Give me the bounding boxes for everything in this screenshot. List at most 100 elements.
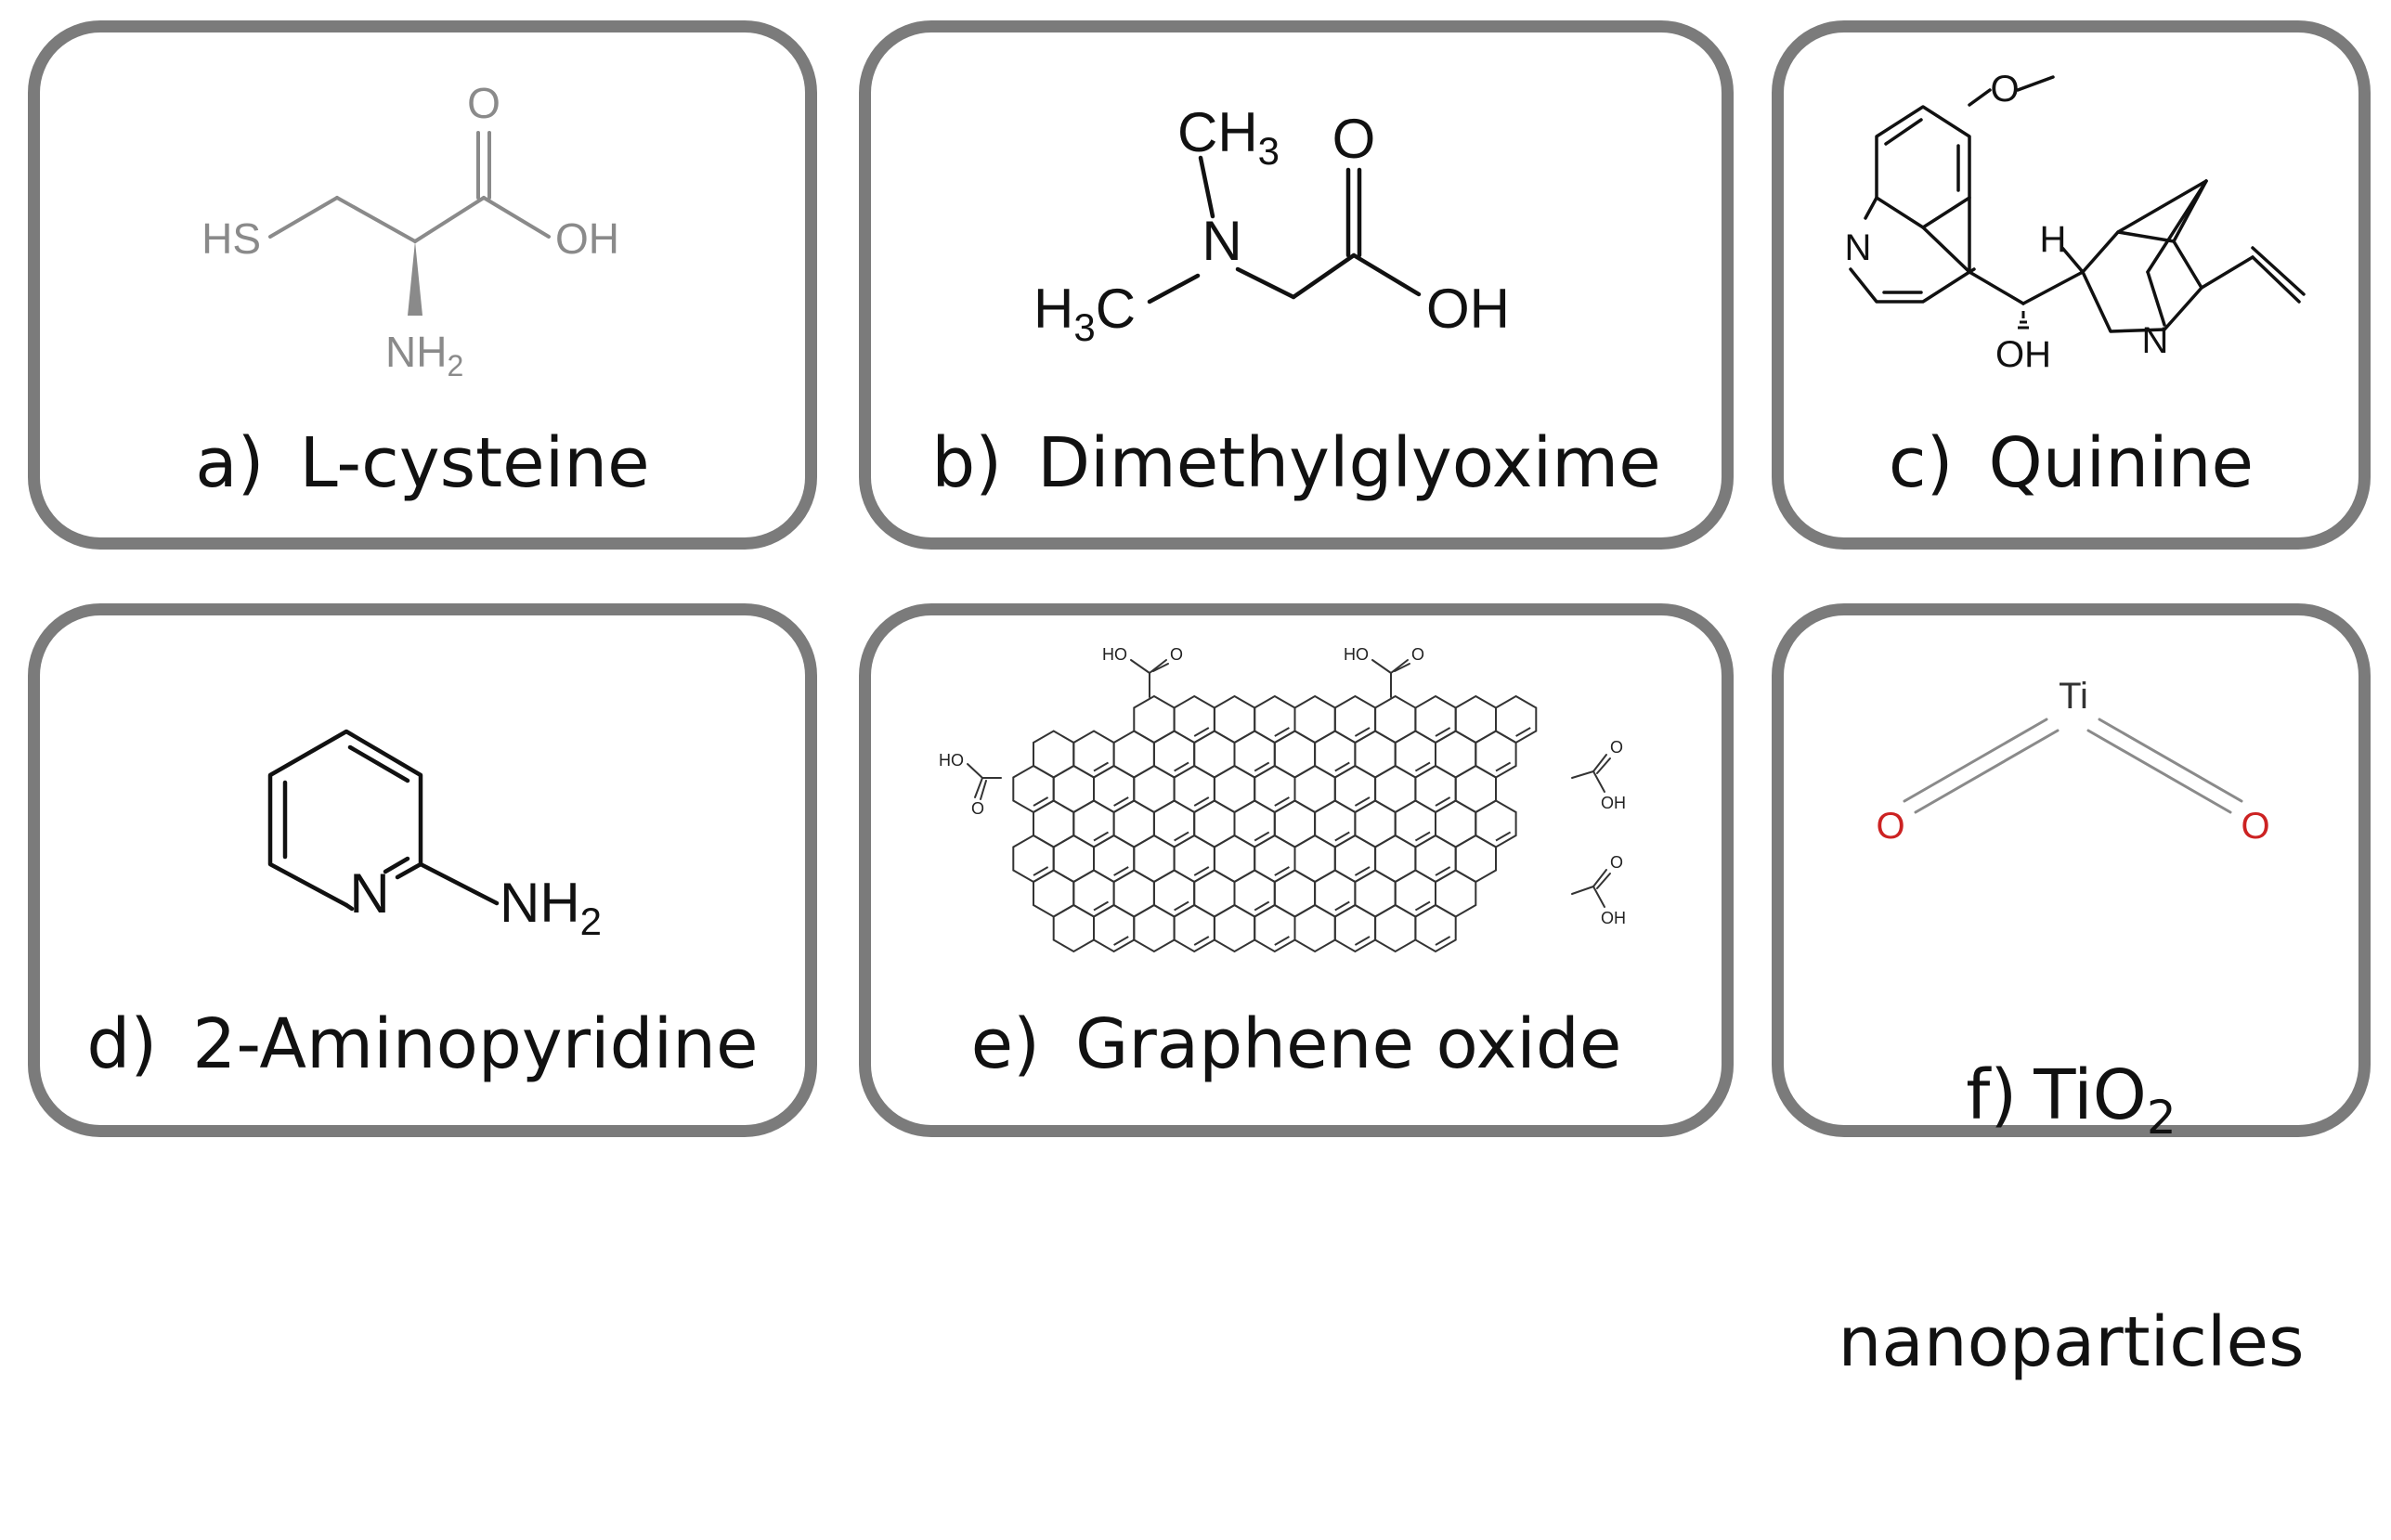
atom-o-left: O [1876,806,1904,847]
atom-o: O [467,79,500,127]
double-bond [1274,727,1290,737]
hex-ring [1435,869,1477,918]
double-bond [1113,866,1129,876]
hex-ring [1454,764,1497,814]
atom-oh-right-lower: OH [1601,909,1626,927]
double-bond [1414,900,1431,912]
graphene-lattice [1012,694,1538,953]
panel-tag: e) [970,1004,1041,1084]
double-bond [1354,796,1371,807]
atom-o-methoxy: O [1990,69,2019,110]
atom-ho-top-left: HO [1102,645,1127,664]
panel-l-cysteine: O HS OH NH2 a)L-cysteine [28,20,817,550]
caption-quinine: c)Quinine [1784,423,2359,503]
panel-tag: d) [86,1004,158,1084]
double-bond [1193,936,1210,946]
hex-ring [1293,764,1336,814]
hex-ring [1293,903,1336,953]
hex-ring [1273,799,1317,848]
double-bond [1334,831,1350,842]
caption-2-aminopyridine: d) 2-Aminopyridine [40,1004,805,1084]
hex-ring [1112,730,1155,779]
panel-tag: a) [195,423,265,503]
caption-graphene-oxide: e) Graphene oxide [871,1004,1722,1084]
caption-dimethylglyoxime: b) Dimethylglyoxime [871,423,1722,503]
hex-ring [1374,764,1417,814]
double-bond [1093,831,1110,842]
hex-ring [1112,799,1155,848]
hex-ring [1133,694,1176,744]
panel-quinine: O N H OH N c)Quinine [1772,20,2371,550]
tio2-structure: Ti O O [1876,676,2269,847]
double-bond [1033,866,1049,876]
atom-o-right: O [2241,806,2269,847]
atom-ch3-top: CH3 [1177,101,1280,173]
hex-ring [1033,869,1075,918]
panel-tag: b) [931,423,1003,503]
double-bond [1414,761,1431,772]
double-bond [1495,831,1512,842]
hex-ring [1033,799,1075,848]
atom-ti: Ti [2059,676,2088,717]
hex-ring [1293,834,1336,884]
l-cysteine-structure: O HS OH NH2 [201,79,619,382]
double-bond [1174,831,1189,842]
hex-ring [1273,869,1317,918]
panel-dimethylglyoxime: CH3 N H3C O OH b)Dimethylglyoxime [859,20,1734,550]
atom-o-left: O [971,799,984,818]
hex-ring [1454,694,1497,744]
hex-ring [1193,869,1236,918]
atom-n-ring: N [349,862,389,925]
atom-h: H [2040,219,2067,260]
double-bond [1435,796,1451,807]
hex-ring [1354,869,1397,918]
hex-ring [1435,730,1477,779]
panel-tag: f) [1966,1055,2018,1136]
double-bond [1354,866,1371,876]
panel-graphene-oxide: HO O HO O HO O O OH O OH e) Graphene oxid… [859,603,1734,1137]
panel-tio2: Ti O O f)TiO2 nanoparticles [1772,603,2371,1381]
atom-nh2: NH2 [385,328,463,382]
double-bond [1113,796,1129,807]
atom-n-quinoline: N [1845,227,1872,268]
caption-tio2: f)TiO2 nanoparticles [1784,899,2359,1540]
double-bond [1495,761,1512,772]
caption-line-1: f)TiO2 [1784,1056,2359,1145]
hex-ring [1052,764,1095,814]
double-bond [1254,761,1270,772]
double-bond [1193,866,1210,876]
double-bond [1414,831,1431,842]
compound-name: Graphene oxide [1075,1004,1622,1084]
double-bond [1193,727,1210,737]
compound-name: 2-Aminopyridine [192,1004,759,1084]
atom-o-right-lower: O [1610,853,1623,872]
hex-ring [1193,799,1236,848]
compound-formula: TiO [2034,1055,2147,1136]
graphene-oxide-structure: HO O HO O HO O O OH O OH [939,645,1626,953]
hex-ring [1374,834,1417,884]
atom-o-right-upper: O [1610,738,1623,757]
hex-ring [1213,834,1256,884]
compound-name: Quinine [1988,423,2255,503]
atom-o-top-mid: O [1411,645,1424,664]
double-bond [1254,900,1270,912]
hex-ring [1213,764,1256,814]
atom-oh: OH [1995,334,2051,375]
double-bond [1174,900,1189,912]
atom-n-bridge: N [2142,320,2169,361]
atom-oh-right-upper: OH [1601,794,1626,812]
compound-name: Dimethylglyoxime [1037,423,1661,503]
hex-ring [1354,730,1397,779]
hex-ring [1293,694,1336,744]
double-bond [1093,900,1110,912]
hex-ring [1213,903,1256,953]
hex-ring [1052,903,1095,953]
hex-ring [1112,869,1155,918]
double-bond [1254,831,1270,842]
double-bond [1334,900,1350,912]
hex-ring [1133,903,1176,953]
double-bond [1274,936,1290,946]
atom-nh2: NH2 [500,872,602,943]
hex-ring [1435,799,1477,848]
double-bond [1174,761,1189,772]
